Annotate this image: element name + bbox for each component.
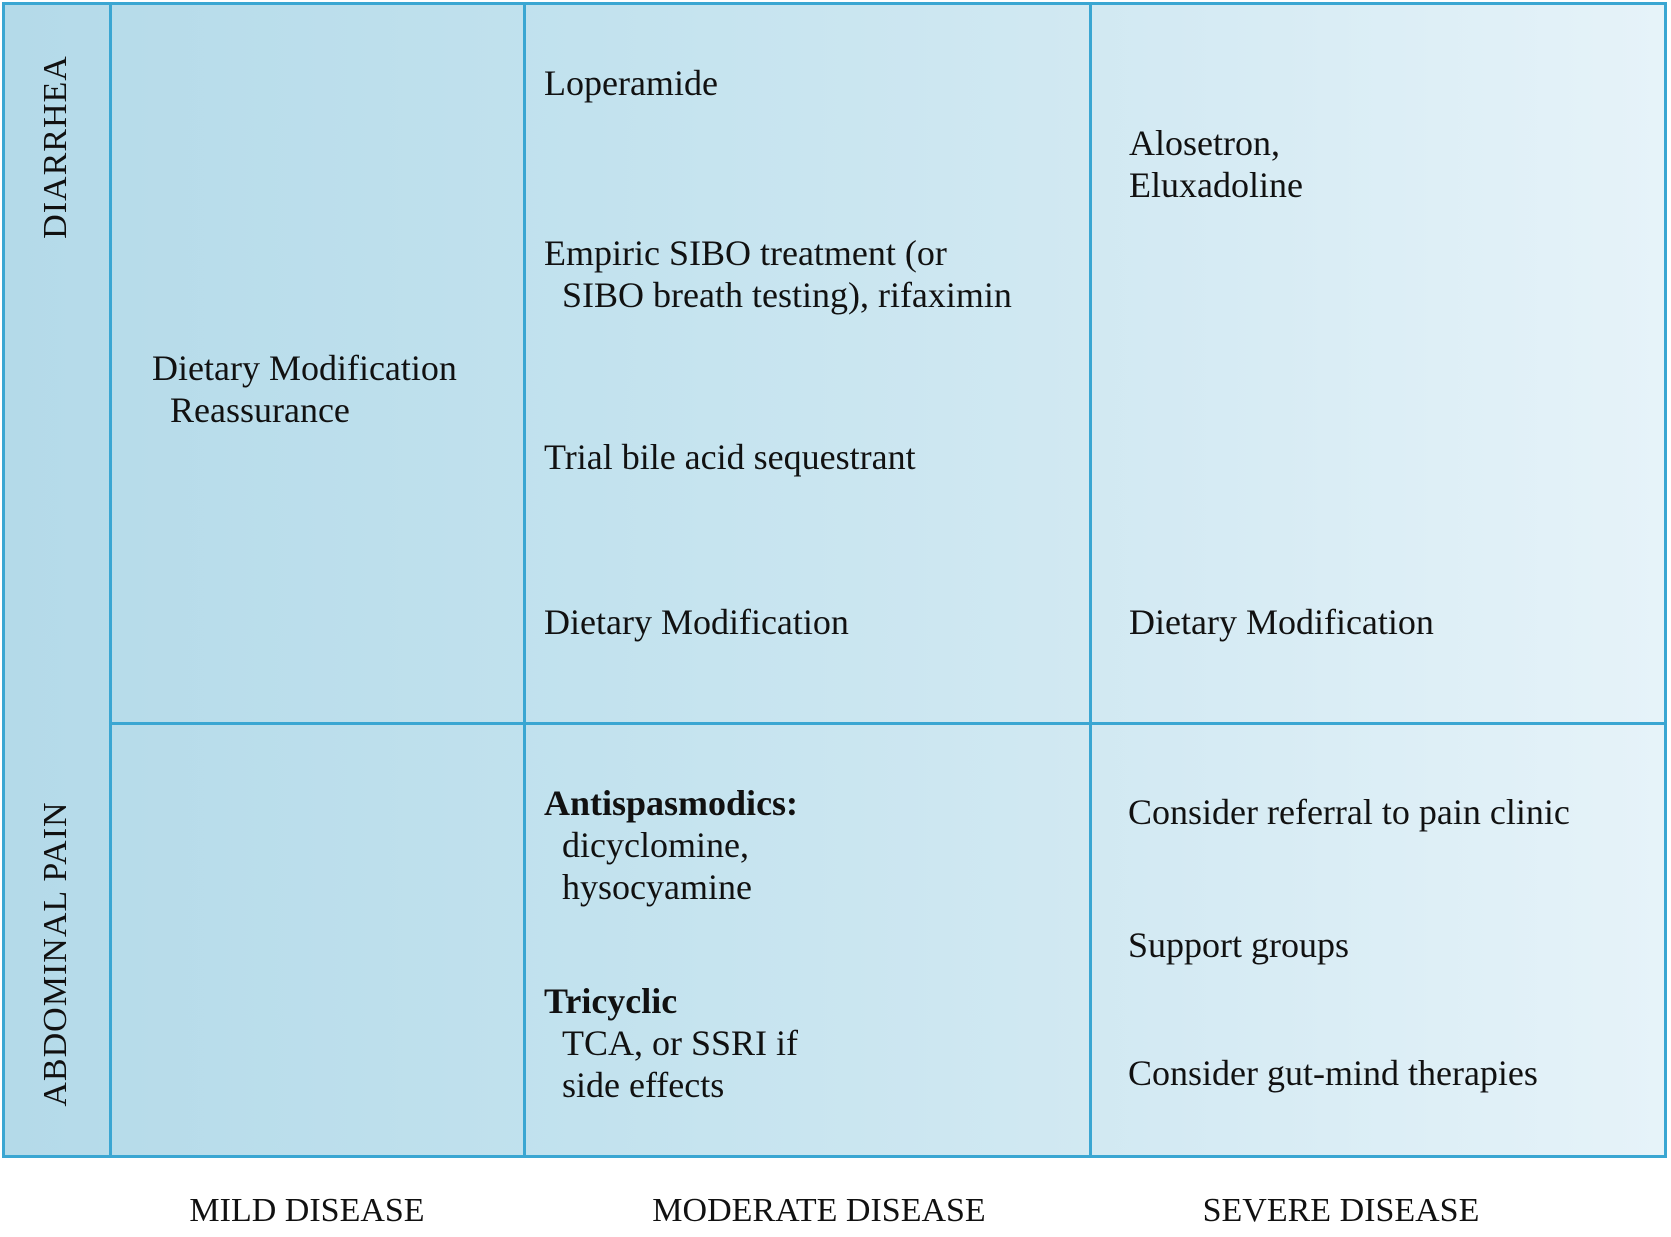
alosetron: Alosetron, Eluxadoline — [1129, 122, 1303, 206]
antispasmodics: Antispasmodics: dicyclomine, hysocyamine — [544, 782, 798, 908]
pain-clinic: Consider referral to pain clinic — [1128, 792, 1570, 832]
divider — [109, 722, 1664, 725]
text: TCA, or SSRI if — [562, 1023, 799, 1063]
text: Eluxadoline — [1129, 165, 1303, 205]
text: dicyclomine, — [562, 825, 749, 865]
text: Dietary Modification — [152, 348, 457, 388]
divider — [1089, 5, 1092, 1155]
text: side effects — [562, 1065, 725, 1105]
text: Reassurance — [170, 390, 350, 430]
bile-acid: Trial bile acid sequestrant — [544, 437, 916, 477]
tricyclic: Tricyclic TCA, or SSRI if side effects — [544, 980, 798, 1106]
row-label-abdominal-pain: ABDOMINAL PAIN — [37, 801, 74, 1107]
treatment-grid — [2, 2, 1667, 1158]
text: Alosetron, — [1129, 123, 1280, 163]
mild-treatment: Dietary Modification Reassurance — [152, 347, 457, 431]
text: hysocyamine — [562, 867, 752, 907]
dietary-moderate: Dietary Modification — [544, 602, 849, 642]
text: SIBO breath testing), rifaximin — [562, 275, 1012, 315]
text: Tricyclic — [544, 981, 678, 1021]
sibo-treatment: Empiric SIBO treatment (or SIBO breath t… — [544, 232, 1012, 316]
divider — [109, 5, 112, 1155]
column-label-mild: MILD DISEASE — [189, 1192, 425, 1229]
dietary-severe: Dietary Modification — [1129, 602, 1434, 642]
column-label-moderate: MODERATE DISEASE — [652, 1192, 986, 1229]
gut-mind: Consider gut-mind therapies — [1128, 1053, 1538, 1093]
support-groups: Support groups — [1128, 925, 1350, 965]
column-label-severe: SEVERE DISEASE — [1202, 1192, 1480, 1229]
divider — [523, 5, 526, 1155]
loperamide: Loperamide — [544, 63, 718, 103]
text: Antispasmodics: — [544, 783, 799, 823]
row-label-diarrhea: DIARRHEA — [37, 55, 74, 239]
text: Empiric SIBO treatment (or — [544, 233, 947, 273]
